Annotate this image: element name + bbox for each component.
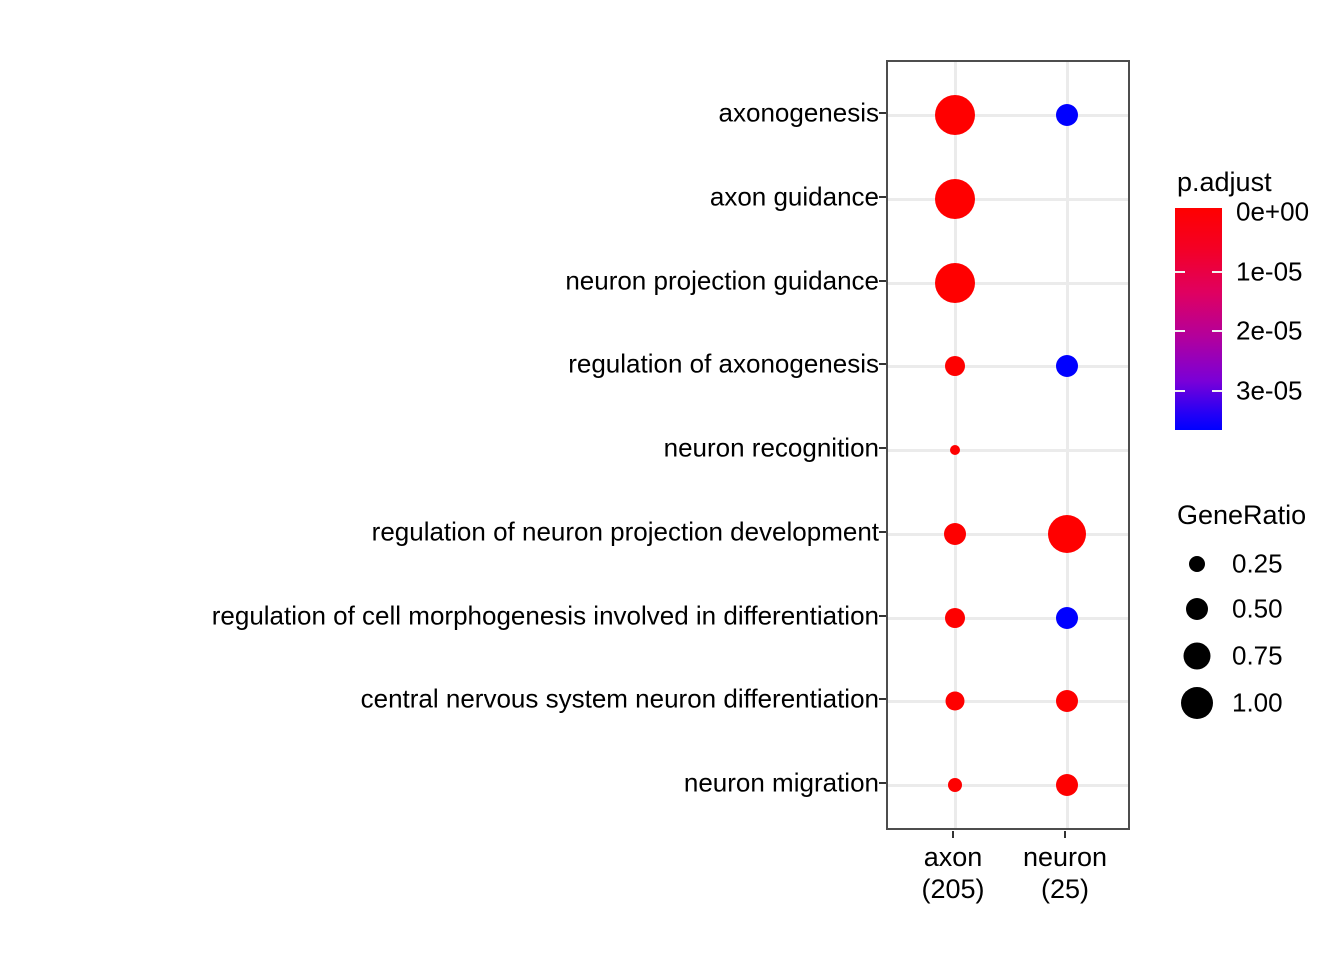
y-axis-label-text: regulation of cell morphogenesis involve…	[211, 600, 879, 631]
data-point[interactable]	[935, 263, 975, 303]
x-axis-label-neuron: neuron (25)	[1023, 842, 1107, 906]
x-axis-label-axon-count: (205)	[921, 873, 985, 904]
y-axis-label-neuron-migration: neuron migration	[0, 768, 879, 799]
y-axis-label-text: axonogenesis	[718, 97, 879, 128]
x-axis-label-neuron-count: (25)	[1040, 873, 1090, 904]
data-point[interactable]	[1056, 774, 1078, 796]
y-axis-tick	[879, 112, 886, 114]
y-axis-tick	[879, 531, 886, 533]
size-legend-label-050: 0.50	[1232, 593, 1283, 624]
y-axis-tick	[879, 363, 886, 365]
y-axis-label-text: neuron projection guidance	[565, 265, 879, 296]
gridline-horizontal	[888, 783, 1128, 787]
size-legend-dot-075	[1183, 642, 1211, 670]
colorbar-label-1: 1e-05	[1236, 256, 1303, 287]
x-axis-tick	[952, 831, 954, 838]
y-axis-tick	[879, 698, 886, 700]
y-axis-tick	[879, 280, 886, 282]
y-axis-label-regulation-of-cell-morphogenesis: regulation of cell morphogenesis involve…	[0, 601, 879, 632]
y-axis-tick	[879, 196, 886, 198]
data-point[interactable]	[1056, 355, 1078, 377]
colorbar-label-2: 2e-05	[1236, 315, 1303, 346]
y-axis-label-text: regulation of axonogenesis	[568, 348, 879, 379]
colorbar-tick	[1175, 330, 1185, 332]
y-axis-tick	[879, 447, 886, 449]
x-axis-label-axon: axon (205)	[921, 842, 984, 906]
x-axis-label-neuron-name: neuron	[1022, 842, 1108, 872]
data-point[interactable]	[1056, 607, 1078, 629]
colorbar-label-3: 3e-05	[1236, 375, 1303, 406]
gridline-horizontal	[888, 699, 1128, 703]
colorbar-tick	[1212, 390, 1222, 392]
y-axis-label-central-nervous-system-neuron-differentiation: central nervous system neuron differenti…	[0, 684, 879, 715]
y-axis-label-axonogenesis: axonogenesis	[0, 98, 879, 129]
color-legend-colorbar	[1175, 208, 1222, 430]
y-axis-label-text: axon guidance	[709, 181, 879, 212]
data-point[interactable]	[1056, 104, 1078, 126]
colorbar-tick	[1175, 390, 1185, 392]
colorbar-tick	[1212, 271, 1222, 273]
size-legend-label-100: 1.00	[1232, 687, 1283, 718]
colorbar-tick	[1212, 330, 1222, 332]
colorbar-tick	[1175, 271, 1185, 273]
size-legend-title: GeneRatio	[1177, 500, 1307, 530]
gridline-horizontal	[888, 448, 1128, 452]
data-point[interactable]	[944, 523, 966, 545]
y-axis-label-neuron-projection-guidance: neuron projection guidance	[0, 266, 879, 297]
y-axis-label-text: neuron recognition	[663, 432, 879, 463]
data-point[interactable]	[950, 445, 960, 455]
size-legend-label-075: 0.75	[1232, 640, 1283, 671]
x-axis-label-axon-name: axon	[923, 842, 983, 872]
data-point[interactable]	[935, 95, 975, 135]
plot-panel	[886, 60, 1130, 830]
size-legend-dot-050	[1186, 598, 1208, 620]
size-legend-dot-025	[1189, 556, 1205, 572]
y-axis-label-text: central nervous system neuron differenti…	[360, 683, 879, 714]
color-legend-title: p.adjust	[1177, 167, 1272, 197]
y-axis-label-axon-guidance: axon guidance	[0, 182, 879, 213]
size-legend-dot-100	[1181, 687, 1213, 719]
y-axis-label-neuron-recognition: neuron recognition	[0, 433, 879, 464]
y-axis-label-text: neuron migration	[683, 767, 879, 798]
y-axis-label-regulation-of-neuron-projection-development: regulation of neuron projection developm…	[0, 517, 879, 548]
y-axis-tick	[879, 615, 886, 617]
data-point[interactable]	[1048, 515, 1086, 553]
data-point[interactable]	[945, 691, 965, 711]
size-legend-label-025: 0.25	[1232, 548, 1283, 579]
data-point[interactable]	[1056, 690, 1078, 712]
y-axis-label-text: regulation of neuron projection developm…	[371, 516, 879, 547]
gridline-horizontal	[888, 616, 1128, 620]
y-axis-tick	[879, 782, 886, 784]
data-point[interactable]	[945, 608, 965, 628]
x-axis-tick	[1064, 831, 1066, 838]
colorbar-label-0: 0e+00	[1236, 196, 1310, 227]
data-point[interactable]	[948, 778, 962, 792]
gridline-vertical-neuron	[1065, 62, 1069, 828]
gridline-horizontal	[888, 532, 1128, 536]
gridline-horizontal	[888, 364, 1128, 368]
gridline-horizontal	[888, 281, 1128, 285]
gridline-horizontal	[888, 113, 1128, 117]
gridline-horizontal	[888, 197, 1128, 201]
y-axis-label-regulation-of-axonogenesis: regulation of axonogenesis	[0, 349, 879, 380]
data-point[interactable]	[945, 356, 965, 376]
data-point[interactable]	[935, 179, 975, 219]
